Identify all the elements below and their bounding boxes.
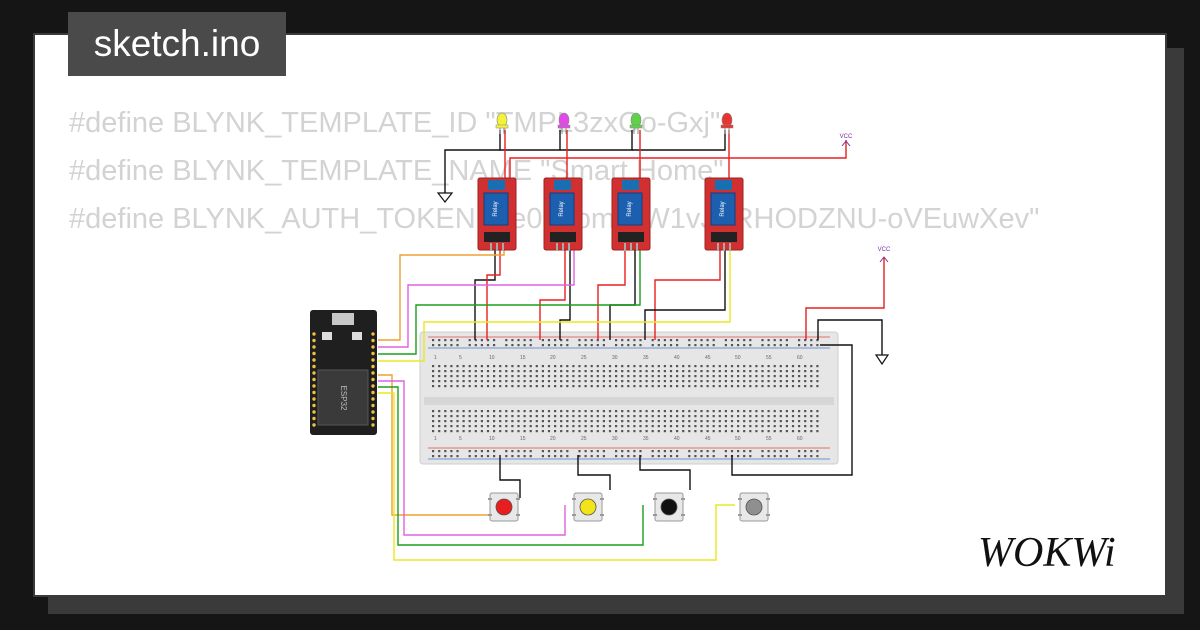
vcc-symbol-top: VCC [840,134,853,147]
breadboard-number: 1 [434,355,437,361]
wire-vcc-right [805,258,885,340]
wokwi-logo-text: WOKWi [978,530,1116,576]
usb-port [332,313,354,325]
breadboard-number: 25 [581,436,587,442]
relays: Relay Relay Relay Relay [477,177,744,251]
wire-vcc-top [509,140,847,178]
wire-btn2 [378,380,566,536]
breadboard-number: 50 [735,355,741,361]
breadboard-number: 60 [797,436,803,442]
breadboard-number: 25 [581,355,587,361]
pushbutton[interactable] [572,492,604,522]
wire-led2-gnd [500,130,561,151]
wire-led3-gnd [560,130,633,151]
wire-gnd-right [817,319,883,355]
relay-label: Relay [627,201,633,216]
wire-led4-gnd [632,130,726,151]
breadboard-number: 55 [766,355,772,361]
wire-esp-relay2 [378,250,575,348]
breadboard-number: 35 [643,355,649,361]
breadboard-number: 5 [459,436,462,442]
wire-btn1 [378,374,490,516]
breadboard-number: 20 [550,436,556,442]
breadboard-number: 10 [489,355,495,361]
relay-label: Relay [493,201,499,216]
pushbutton[interactable] [738,492,770,522]
breadboard-number: 30 [612,355,618,361]
breadboard-number: 10 [489,436,495,442]
pushbutton[interactable] [488,492,520,522]
wire-btn3 [378,386,644,546]
breadboard-number: 30 [612,436,618,442]
relay-label: Relay [720,201,726,216]
relay-module[interactable]: Relay [704,177,744,251]
breadboard-number: 20 [550,355,556,361]
wire-led1-gnd [444,130,501,193]
wire-btn4 [378,392,735,561]
breadboard-number: 15 [520,436,526,442]
esp32-label: ESP32 [339,386,348,411]
code-line-1: #define BLYNK_TEMPLATE_ID "TMPL3zxOo-Gxj… [69,107,721,139]
wire-esp-relay1 [378,250,505,341]
wire-relay1-gnd [474,250,496,340]
breadboard-number: 45 [705,355,711,361]
breadboard-number: 40 [674,355,680,361]
led[interactable] [720,112,734,134]
vcc-label-right: VCC [878,247,891,253]
led[interactable] [495,112,509,134]
relay-module[interactable]: Relay [477,177,517,251]
vcc-label-top: VCC [840,134,853,140]
breadboard-number: 50 [735,436,741,442]
relay-module[interactable]: Relay [543,177,583,251]
breadboard-number: 1 [434,436,437,442]
breadboard-number: 60 [797,355,803,361]
esp32-board[interactable]: ESP32 [310,310,377,435]
breadboard-number: 35 [643,436,649,442]
relay-label: Relay [559,201,565,216]
wire-esp-relay4 [378,250,731,362]
breadboard-number: 40 [674,436,680,442]
breadboard-number: 5 [459,355,462,361]
leds [495,112,734,134]
breadboard-number: 15 [520,355,526,361]
gnd-symbol-right [874,354,890,366]
wires [378,130,885,561]
vcc-symbol-right: VCC [878,247,891,263]
led[interactable] [629,112,643,134]
breadboard-number: 55 [766,436,772,442]
pushbutton[interactable] [653,492,685,522]
relay-module[interactable]: Relay [611,177,651,251]
preview-card: #define BLYNK_TEMPLATE_ID "TMPL3zxOo-Gxj… [33,33,1167,597]
pushbuttons [488,492,770,522]
wire-esp-relay3 [378,250,641,355]
breadboard-holes [432,339,819,458]
led[interactable] [557,112,571,134]
file-tab[interactable]: sketch.ino [68,12,286,76]
wokwi-logo: WOKWi [978,530,1116,576]
breadboard-number: 45 [705,436,711,442]
gnd-symbol-left [436,192,454,203]
